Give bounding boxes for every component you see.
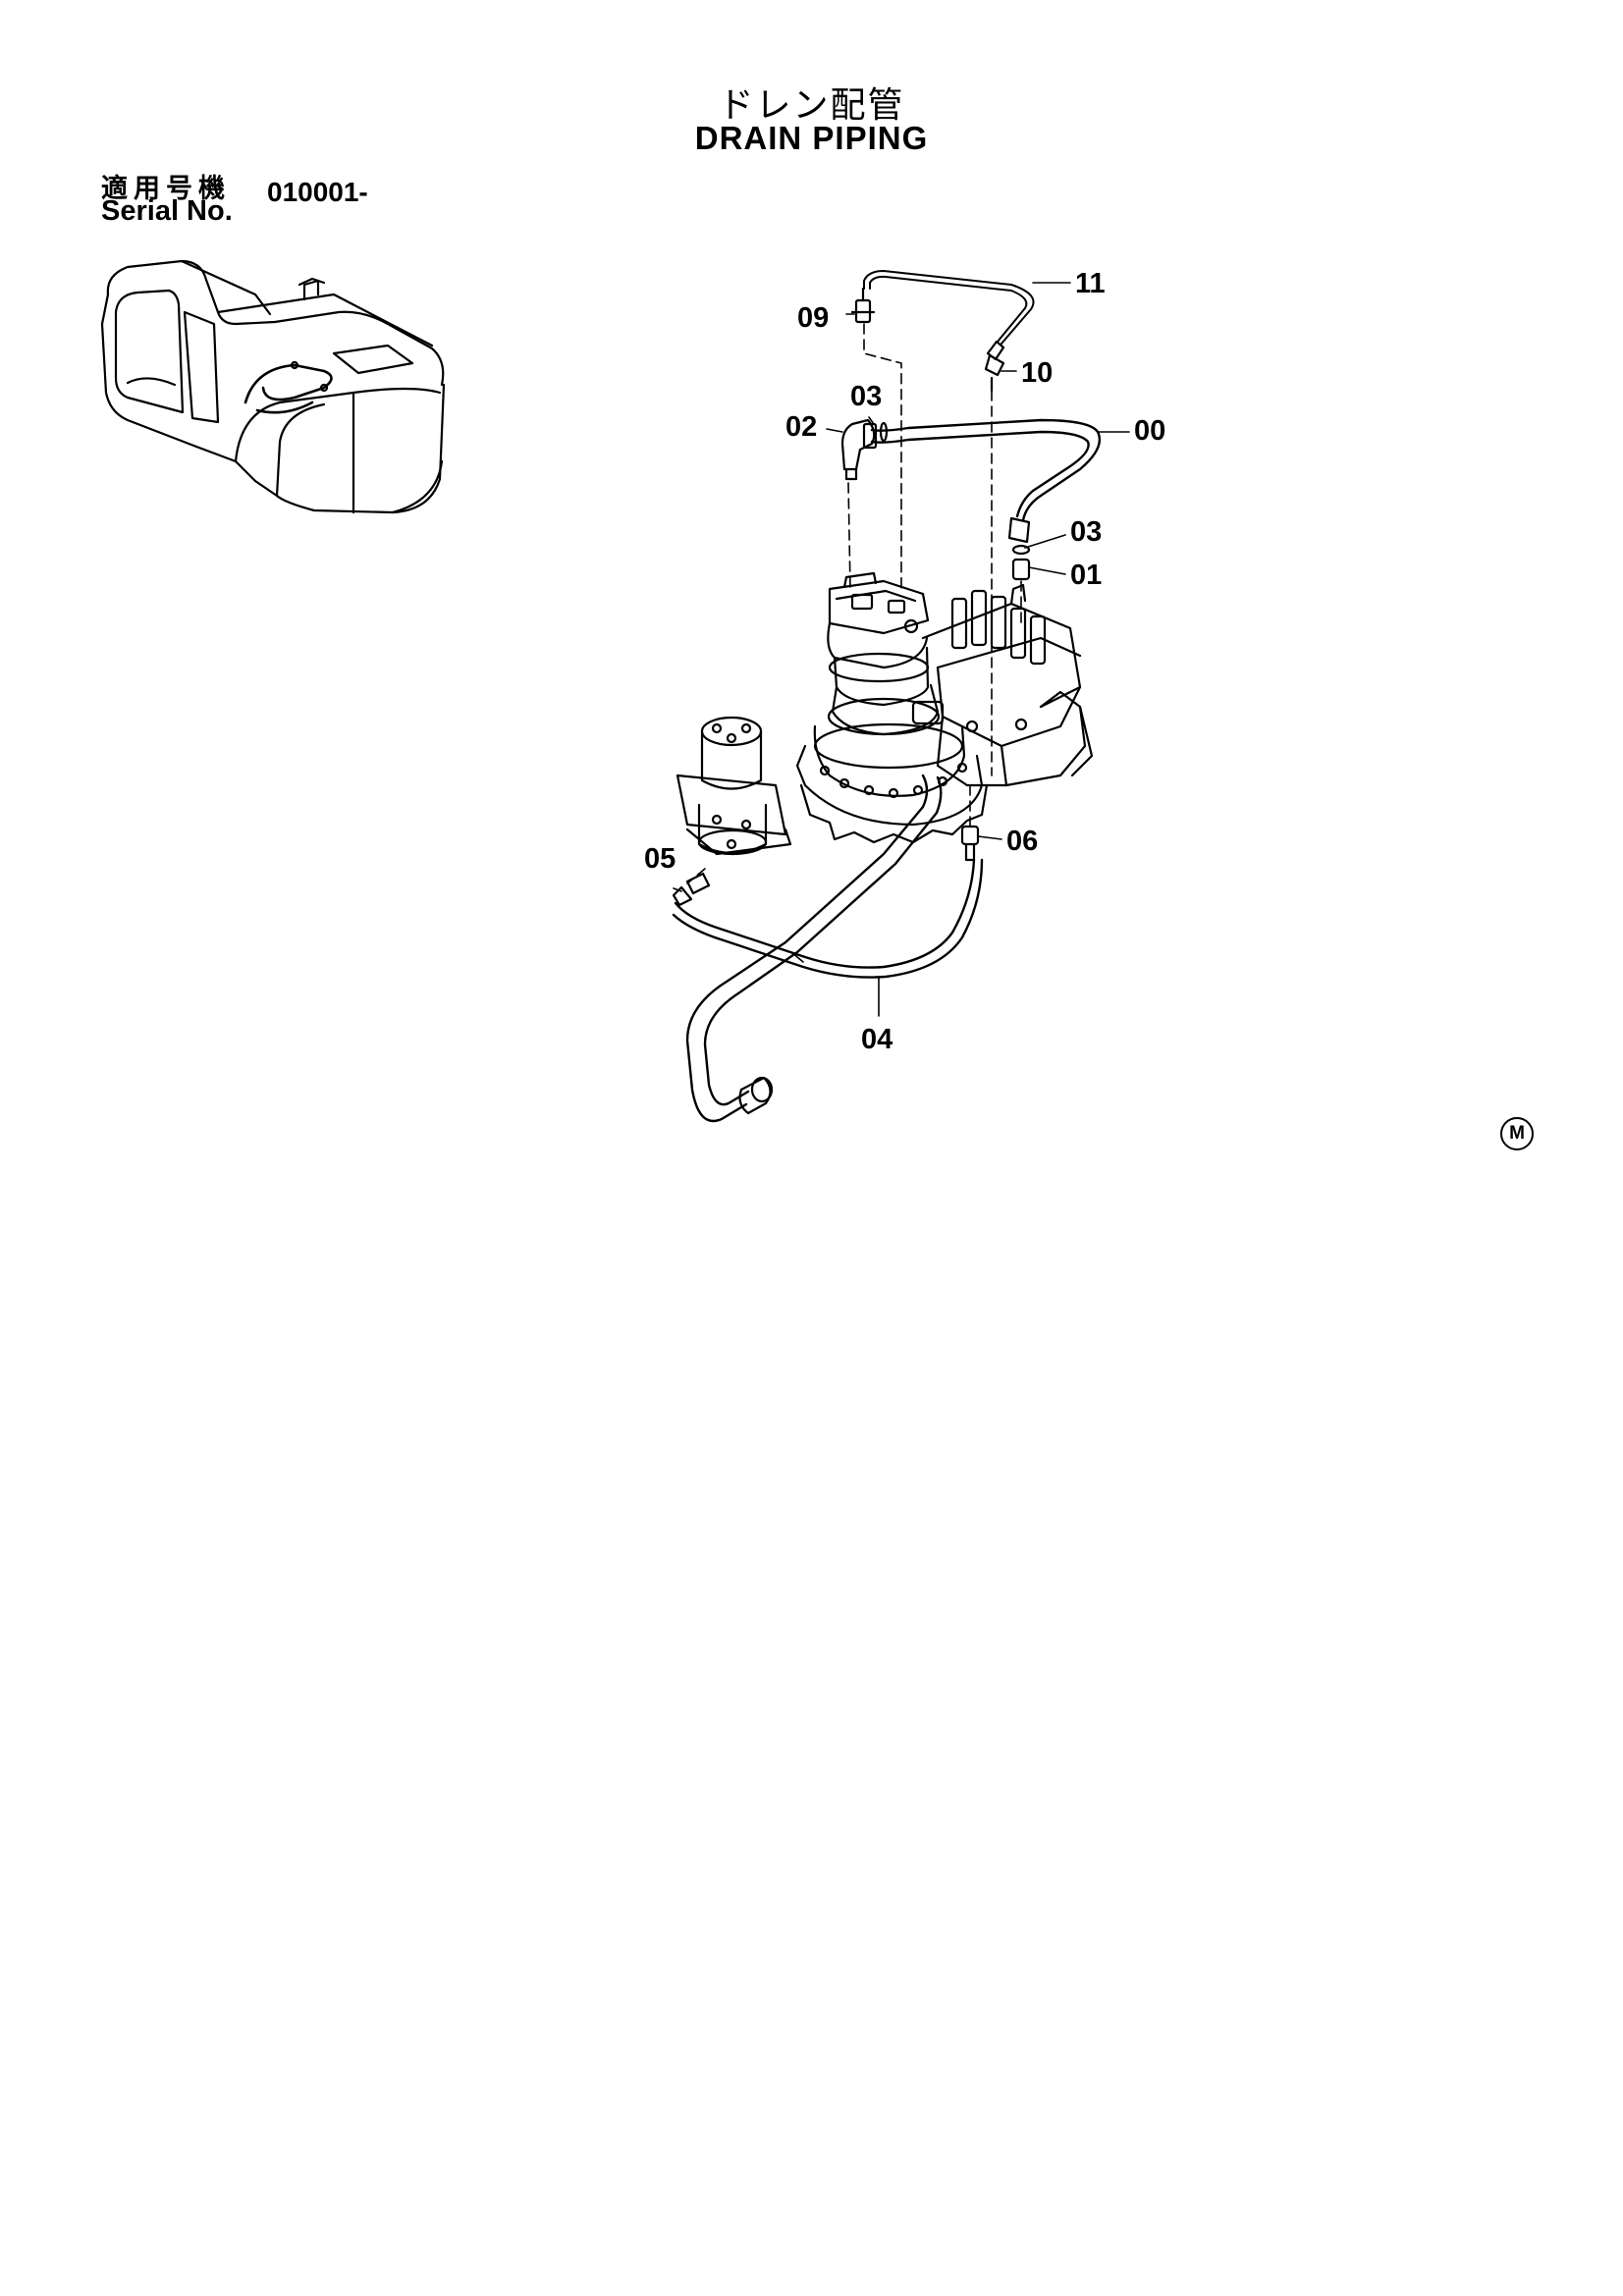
callout-09: 09 [797,302,829,334]
control-valve [911,583,1094,787]
callout-10: 10 [1021,357,1053,389]
fitting-06 [960,825,980,846]
elbow-02 [840,418,876,471]
callout-leaders [673,282,1130,1017]
o-ring-03-upper [1011,544,1031,556]
swing-motor [795,571,989,844]
fitting-10 [984,353,1005,377]
callout-labels: 11 09 10 03 02 00 03 01 05 06 04 [644,268,1165,1055]
title-japanese: ドレン配管 [718,85,905,126]
callout-02: 02 [785,411,817,443]
callout-00: 00 [1134,415,1165,447]
hose-11 [863,270,1035,345]
excavator-thumbnail [100,259,446,514]
serial-number-value: 010001- [267,177,368,207]
fitting-05 [685,872,711,895]
callout-06: 06 [1006,826,1038,857]
serial-label-english: Serial No. [101,195,233,227]
callout-11: 11 [1075,268,1106,299]
adapter-01 [1011,558,1031,581]
callout-01: 01 [1070,560,1102,591]
callout-03-upper: 03 [850,381,882,412]
drain-piping-assembly [672,270,1102,1123]
serial-label-japanese: 適用号機 [101,174,231,204]
callout-03-lower: 03 [1070,516,1102,548]
drain-hose-main [685,774,929,1123]
rotary-joint [676,716,792,856]
title-english: DRAIN PIPING [694,120,929,156]
marking-symbol: M [1500,1117,1534,1150]
callout-05: 05 [644,843,676,875]
callout-04: 04 [861,1024,893,1055]
hose-04 [674,858,976,969]
